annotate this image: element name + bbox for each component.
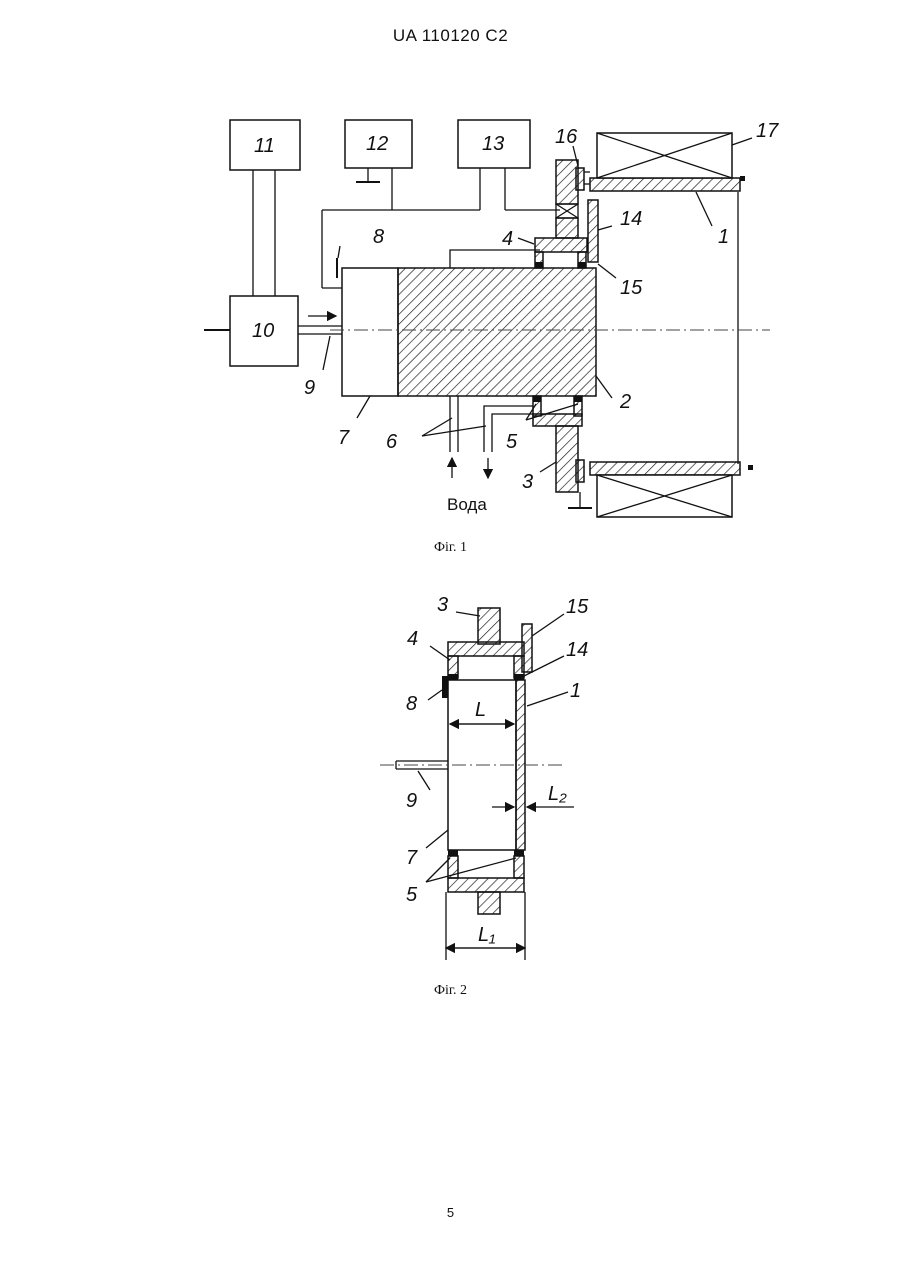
fig1-label-8: 8 [373, 226, 384, 248]
fig1-label-2: 2 [619, 391, 631, 413]
element-1 [516, 680, 525, 850]
fig1-label-5: 5 [506, 431, 518, 453]
fig1-label-6: 6 [386, 431, 398, 453]
fig1-label-16: 16 [555, 126, 578, 148]
fig2-label-5: 5 [406, 884, 418, 906]
fig2-label-7: 7 [406, 847, 418, 869]
fig1-label-7: 7 [338, 427, 350, 449]
element-2 [398, 268, 596, 396]
fig1-label-15: 15 [620, 277, 643, 299]
page-number: 5 [0, 1205, 901, 1220]
fig1-label-4: 4 [502, 228, 513, 250]
fig1-label-14: 14 [620, 208, 642, 230]
fig2-label-9: 9 [406, 790, 417, 812]
element-14 [588, 200, 598, 262]
fig1-label-11: 11 [254, 135, 275, 157]
figure-1: 11 12 13 10 8 9 7 6 5 3 2 4 14 15 16 17 … [204, 120, 779, 517]
fig2-label-8: 8 [406, 693, 417, 715]
fig1-label-1: 1 [718, 226, 729, 248]
fig1-label-10: 10 [252, 320, 274, 342]
fig1-label-12: 12 [366, 133, 388, 155]
figure-2: 3 4 8 9 7 5 15 14 1 L L₁ L₂ [380, 594, 589, 960]
element-1-top [590, 178, 740, 191]
element-4 [448, 642, 524, 656]
fig2-label-14: 14 [566, 639, 588, 661]
fig1-label-17: 17 [756, 120, 779, 142]
fig2-label-4: 4 [407, 628, 418, 650]
fig2-label-3: 3 [437, 594, 448, 616]
fig1-label-3: 3 [522, 471, 533, 493]
dimension-L1: L₁ [478, 924, 495, 946]
element-1-bottom [590, 462, 740, 475]
water-label: Вода [447, 495, 487, 514]
figure-1-caption: Фіг. 1 [0, 540, 901, 556]
figure-2-caption: Фіг. 2 [0, 983, 901, 999]
fig1-label-9: 9 [304, 377, 315, 399]
fig2-label-15: 15 [566, 596, 589, 618]
element-3-top [556, 160, 578, 204]
fig2-label-1: 1 [570, 680, 581, 702]
dimension-L2: L₂ [548, 783, 567, 805]
element-3-bottom [556, 426, 578, 492]
dimension-L: L [475, 699, 486, 721]
fig1-label-13: 13 [482, 133, 504, 155]
element-7 [342, 268, 398, 396]
element-15 [522, 624, 532, 672]
